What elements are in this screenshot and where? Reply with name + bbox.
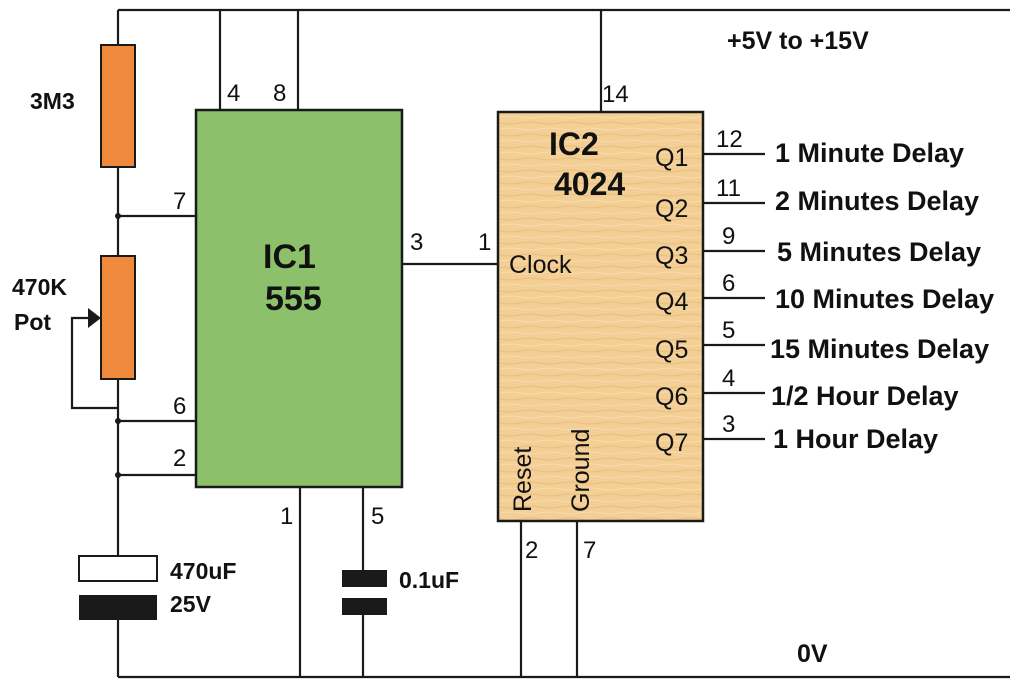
ic2-pin7-label: 7 [583,537,596,564]
resistor-label: 3M3 [30,88,75,114]
q7-pin-label: 3 [722,411,735,438]
ic1-pin4-label: 4 [227,80,240,107]
ic1-pin1-label: 1 [280,503,293,530]
ic1-part: 555 [265,280,322,318]
capacitor-0-1uf-bottom-plate [342,598,387,615]
capacitor-470uf-bottom-plate [79,595,157,620]
ic1-pin8-label: 8 [273,80,286,107]
q3-pin-label: 9 [722,223,735,250]
resistor-3m3 [100,44,136,168]
delay-label-q6: 1/2 Hour Delay [771,381,959,411]
pot-label-line2: Pot [14,309,51,335]
potentiometer-470k [100,255,136,380]
ic2-ground-label: Ground [567,429,595,512]
delay-label-q4: 10 Minutes Delay [775,284,994,314]
q4-pin-label: 6 [722,270,735,297]
q1-pin-label: 12 [716,126,743,153]
ic1-pin3-label: 3 [410,229,423,256]
capacitor-0-1uf-top-plate [342,570,387,587]
delay-label-q2: 2 Minutes Delay [775,186,979,216]
ic2-clock-label: Clock [509,251,572,279]
cap-small-value: 0.1uF [399,567,459,593]
q5-label: Q5 [655,336,688,364]
delay-label-q1: 1 Minute Delay [775,138,964,168]
q2-label: Q2 [655,195,688,223]
ic2-pin14-label: 14 [602,81,629,108]
ic2-body [496,110,705,523]
delay-label-q5: 15 Minutes Delay [770,334,989,364]
q5-pin-label: 5 [722,317,735,344]
ic2-name: IC2 [549,126,599,162]
pot-wiper-arrow-icon [88,308,101,328]
cap-large-voltage: 25V [170,591,212,617]
q4-label: Q4 [655,288,688,316]
ic2-part: 4024 [554,166,625,202]
ic1-body [194,108,404,489]
ground-label: 0V [797,640,828,668]
q6-label: Q6 [655,383,688,411]
cap-large-value: 470uF [170,558,236,584]
ic1-pin5-label: 5 [371,503,384,530]
ic2-pin2-label: 2 [525,537,538,564]
ic1-pin6-label: 6 [173,393,186,420]
q2-pin-label: 11 [716,175,741,202]
ic2-reset-label: Reset [509,447,537,512]
pot-label-line1: 470K [12,274,67,300]
ic2-pin1-label: 1 [478,229,491,256]
pot-wiper-wire [70,316,118,410]
q6-pin-label: 4 [722,365,735,392]
ic1-pin2-label: 2 [173,445,186,472]
capacitor-470uf-top-plate [78,555,158,582]
delay-label-q3: 5 Minutes Delay [777,237,981,267]
positive-supply-label: +5V to +15V [727,27,869,55]
ic1-name: IC1 [263,238,316,276]
ic1-pin7-label: 7 [173,188,186,215]
delay-label-q7: 1 Hour Delay [773,424,938,454]
q7-label: Q7 [655,429,688,457]
q3-label: Q3 [655,242,688,270]
q1-label: Q1 [655,144,688,172]
